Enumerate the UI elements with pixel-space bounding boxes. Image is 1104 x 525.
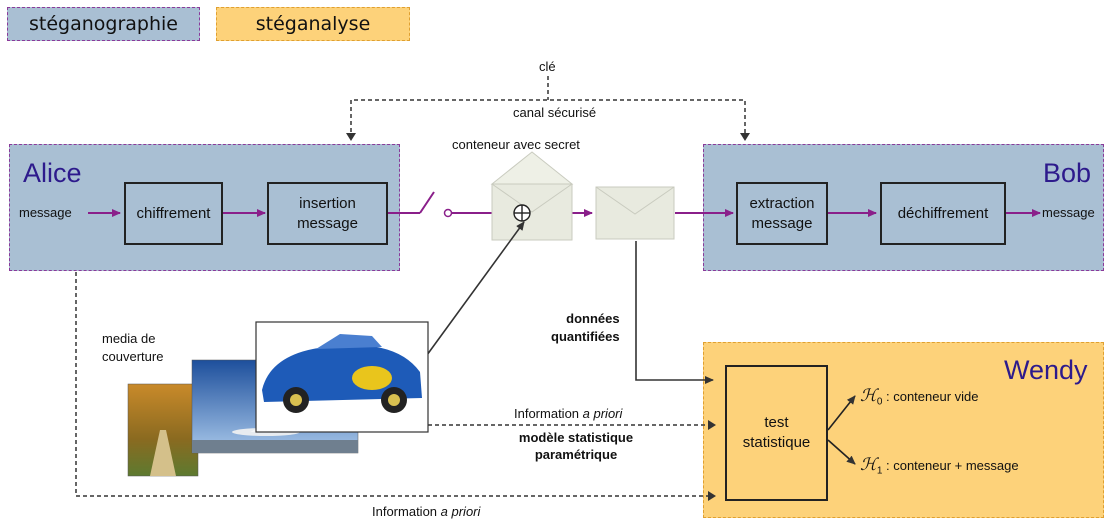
prior-info-bottom: Information a priori bbox=[372, 504, 480, 519]
arrow-cover-container bbox=[426, 221, 525, 356]
switch-lever bbox=[419, 191, 435, 214]
insertion-label-1: insertion bbox=[299, 194, 356, 212]
h1-symbol: ℋ bbox=[860, 455, 877, 475]
quantized-data-label: données quantifiées bbox=[551, 311, 620, 344]
h0-text: : conteneur vide bbox=[882, 389, 979, 404]
quantized-line-1: données bbox=[566, 311, 620, 326]
cover-media-line-1: media de bbox=[102, 331, 156, 346]
alice-zone bbox=[9, 144, 400, 271]
extraction-label-1: extraction bbox=[749, 194, 815, 212]
autumn-road-image bbox=[127, 383, 199, 477]
key-channel bbox=[350, 76, 746, 139]
model-line-1: modèle statistique bbox=[518, 430, 634, 445]
prior-bottom-prefix: Information bbox=[372, 504, 441, 519]
test-label-2: statistique bbox=[742, 434, 811, 451]
encryption-label: chiffrement bbox=[136, 204, 211, 222]
decryption-label: déchiffrement bbox=[897, 204, 989, 222]
decryption-box: déchiffrement bbox=[880, 182, 1006, 245]
insertion-box: insertion message bbox=[267, 182, 388, 245]
arrow-h1 bbox=[827, 439, 856, 465]
h0-subscript: 0 bbox=[876, 396, 883, 408]
prior-mid-prefix: Information bbox=[514, 406, 583, 421]
wendy-name: Wendy bbox=[1004, 355, 1088, 385]
hypothesis-h0: ℋ0 : conteneur vide bbox=[860, 386, 979, 408]
bob-name: Bob bbox=[1043, 158, 1092, 188]
legend-steganalysis: stéganalyse bbox=[216, 7, 410, 41]
key-arrow-bob bbox=[740, 133, 750, 141]
encryption-box: chiffrement bbox=[124, 182, 223, 245]
insertion-label-2: message bbox=[297, 214, 358, 232]
open-envelope-icon bbox=[490, 151, 574, 241]
cover-media-label: media de couverture bbox=[102, 331, 163, 364]
switch-contact bbox=[443, 208, 453, 218]
bob-output-message: message bbox=[1042, 205, 1095, 220]
h0-symbol: ℋ bbox=[860, 386, 877, 406]
statistical-model-label: modèle statistique paramétrique bbox=[504, 430, 648, 462]
cover-media-line-2: couverture bbox=[102, 349, 164, 364]
test-label-1: test bbox=[764, 414, 789, 431]
prior-line-bottom bbox=[75, 272, 713, 497]
alice-input-message: message bbox=[19, 205, 72, 220]
extraction-label-2: message bbox=[751, 214, 813, 232]
prior-bottom-italic: a priori bbox=[440, 504, 481, 519]
alice-name: Alice bbox=[23, 158, 82, 188]
closed-envelope-icon bbox=[595, 186, 675, 240]
key-arrow-alice bbox=[346, 133, 356, 141]
statistical-test-box: test statistique bbox=[725, 365, 828, 501]
rally-car-image bbox=[255, 321, 429, 433]
container-secret-label: conteneur avec secret bbox=[452, 137, 580, 152]
secure-channel-label: canal sécurisé bbox=[513, 105, 597, 120]
prior-mid-italic: a priori bbox=[582, 406, 623, 421]
bob-zone bbox=[703, 144, 1104, 271]
h1-subscript: 1 bbox=[876, 465, 883, 477]
h1-text: : conteneur + message bbox=[882, 458, 1019, 473]
model-line-2: paramétrique bbox=[534, 447, 618, 462]
extraction-box: extraction message bbox=[736, 182, 828, 245]
legend-steganography-label: stéganographie bbox=[29, 13, 178, 35]
key-label: clé bbox=[539, 59, 556, 74]
wendy-zone bbox=[703, 342, 1104, 518]
arrow-quantized-test bbox=[635, 241, 714, 384]
legend-steganalysis-label: stéganalyse bbox=[255, 13, 371, 35]
prior-info-mid: Information a priori bbox=[514, 406, 622, 421]
legend-steganography: stéganographie bbox=[7, 7, 200, 41]
hypothesis-h1: ℋ1 : conteneur + message bbox=[860, 455, 1019, 477]
arrow-h0 bbox=[827, 395, 856, 431]
quantized-line-2: quantifiées bbox=[551, 329, 620, 344]
